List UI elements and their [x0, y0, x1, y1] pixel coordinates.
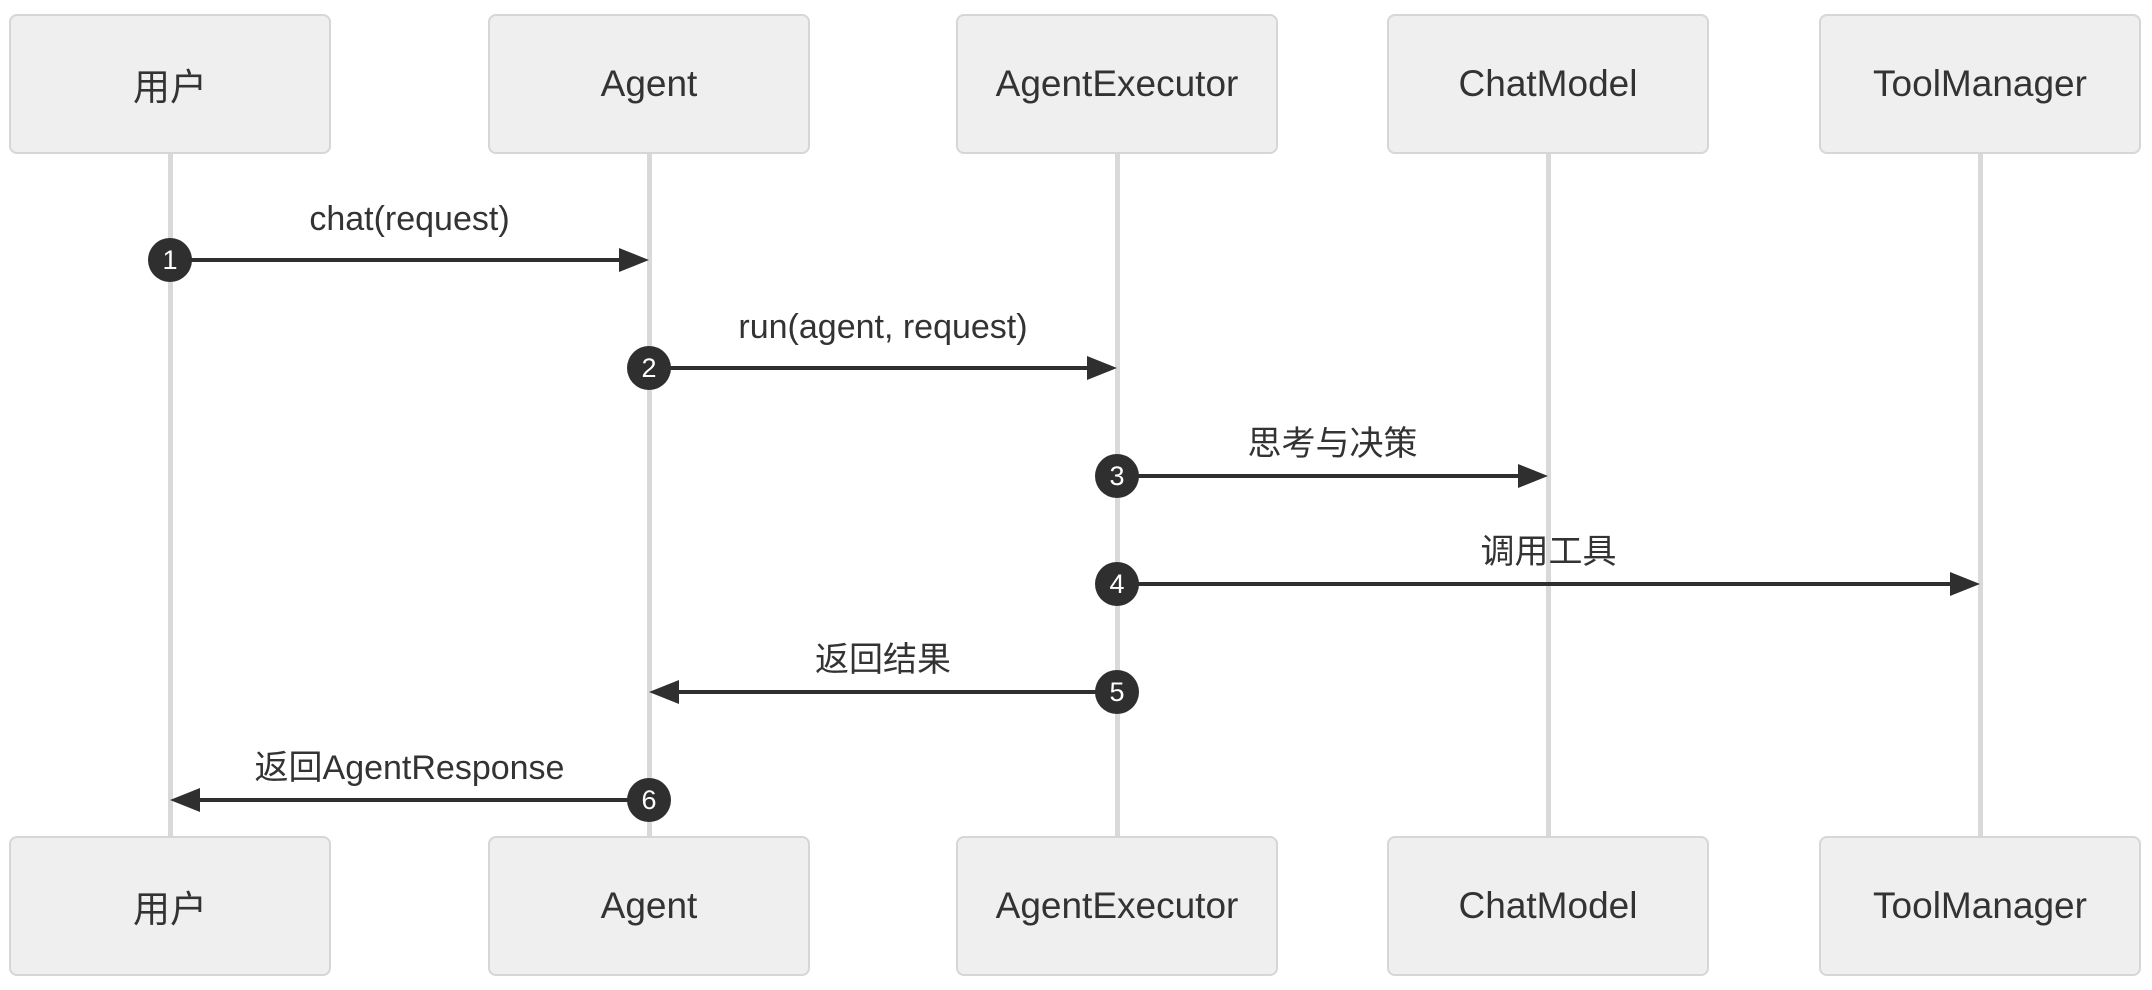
- participant-box-agent-executor-top: AgentExecutor: [956, 14, 1278, 154]
- participant-box-agent-executor-bottom: AgentExecutor: [956, 836, 1278, 976]
- message-label-6: 返回AgentResponse: [254, 749, 565, 787]
- participant-box-tool-manager-top: ToolManager: [1819, 14, 2141, 154]
- lifeline-tool-manager: [1977, 150, 1983, 840]
- participant-box-user-bottom: 用户: [9, 836, 331, 976]
- arrowhead-icon-5: [649, 680, 679, 704]
- participant-box-tool-manager-bottom: ToolManager: [1819, 836, 2141, 976]
- message-number-badge-6: 6: [627, 778, 671, 822]
- participant-label-agent-executor-bottom: AgentExecutor: [995, 885, 1239, 926]
- arrowhead-icon-3: [1518, 464, 1548, 488]
- participant-box-agent-top: Agent: [488, 14, 810, 154]
- participant-label-chat-model-top: ChatModel: [1458, 63, 1638, 104]
- arrowhead-icon-2: [1087, 356, 1117, 380]
- message-line-6: [194, 798, 649, 802]
- arrowhead-icon-4: [1950, 572, 1980, 596]
- message-line-1: [170, 258, 625, 262]
- participant-label-agent-bottom: Agent: [600, 885, 698, 926]
- participant-box-user-top: 用户: [9, 14, 331, 154]
- participant-label-tool-manager-top: ToolManager: [1873, 63, 2087, 104]
- message-label-3: 思考与决策: [1247, 425, 1418, 463]
- message-number-badge-1: 1: [148, 238, 192, 282]
- participant-box-chat-model-bottom: ChatModel: [1387, 836, 1709, 976]
- message-number-badge-4: 4: [1095, 562, 1139, 606]
- arrowhead-icon-1: [619, 248, 649, 272]
- participant-label-user-bottom: 用户: [133, 889, 207, 930]
- message-line-5: [673, 690, 1117, 694]
- lifeline-user: [167, 150, 173, 840]
- message-label-5: 返回结果: [815, 641, 951, 679]
- participant-label-agent-executor-top: AgentExecutor: [995, 63, 1239, 104]
- arrowhead-icon-6: [170, 788, 200, 812]
- message-number-badge-5: 5: [1095, 670, 1139, 714]
- participant-label-tool-manager-bottom: ToolManager: [1873, 885, 2087, 926]
- message-label-4: 调用工具: [1480, 533, 1617, 571]
- participant-label-user-top: 用户: [133, 67, 207, 108]
- message-line-4: [1117, 582, 1956, 586]
- message-label-1: chat(request): [309, 200, 510, 238]
- message-line-3: [1117, 474, 1524, 478]
- message-label-2: run(agent, request): [738, 308, 1028, 346]
- message-number-badge-3: 3: [1095, 454, 1139, 498]
- lifeline-chat-model: [1545, 150, 1551, 840]
- lifeline-agent: [646, 150, 652, 840]
- participant-label-chat-model-bottom: ChatModel: [1458, 885, 1638, 926]
- participant-box-chat-model-top: ChatModel: [1387, 14, 1709, 154]
- participant-label-agent-top: Agent: [600, 63, 698, 104]
- message-number-badge-2: 2: [627, 346, 671, 390]
- message-line-2: [649, 366, 1093, 370]
- participant-box-agent-bottom: Agent: [488, 836, 810, 976]
